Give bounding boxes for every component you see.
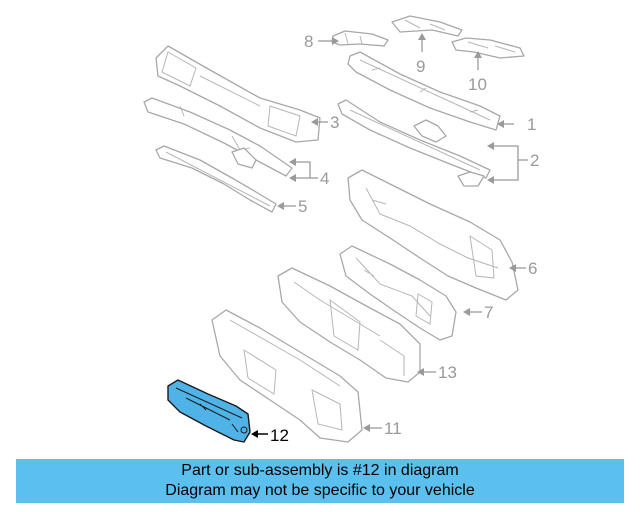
part-8-bracket	[331, 30, 389, 47]
callout-7: 7	[484, 303, 493, 322]
callout-9: 9	[416, 57, 425, 76]
part-13-panel	[277, 267, 421, 383]
part-1-cowl-panel	[347, 51, 501, 131]
caption-line-1: Part or sub-assembly is #12 in diagram	[181, 462, 459, 479]
part-12-highlighted	[167, 379, 251, 443]
callout-4: 4	[320, 169, 329, 188]
part-4-reinforcement	[143, 97, 293, 177]
callout-6: 6	[528, 259, 537, 278]
part-7-dash-insulator	[339, 245, 457, 341]
part-3-cowl-assembly	[155, 45, 321, 143]
callout-1: 1	[527, 115, 536, 134]
callout-3: 3	[330, 113, 339, 132]
part-10-panel	[451, 37, 525, 59]
callout-12: 12	[270, 426, 289, 445]
caption-banner: Part or sub-assembly is #12 in diagram D…	[16, 459, 624, 503]
callout-2: 2	[530, 151, 539, 170]
part-5-rail	[155, 145, 277, 213]
callout-8: 8	[304, 32, 313, 51]
callout-numbers: 1 2 3 4 5 6 7 8 9 10 11 12 13	[270, 32, 539, 445]
part-2-brackets	[337, 99, 491, 187]
callout-13: 13	[438, 363, 457, 382]
callout-10: 10	[468, 75, 487, 94]
part-6-dash-panel	[347, 169, 519, 301]
callout-leaders	[251, 33, 528, 438]
part-11-firewall	[211, 309, 363, 443]
callout-11: 11	[384, 419, 402, 438]
caption-line-2: Diagram may not be specific to your vehi…	[165, 482, 475, 499]
callout-5: 5	[298, 197, 307, 216]
parts-diagram: 1 2 3 4 5 6 7 8 9 10 11 12 13	[143, 15, 539, 445]
part-9-panel	[391, 15, 463, 37]
